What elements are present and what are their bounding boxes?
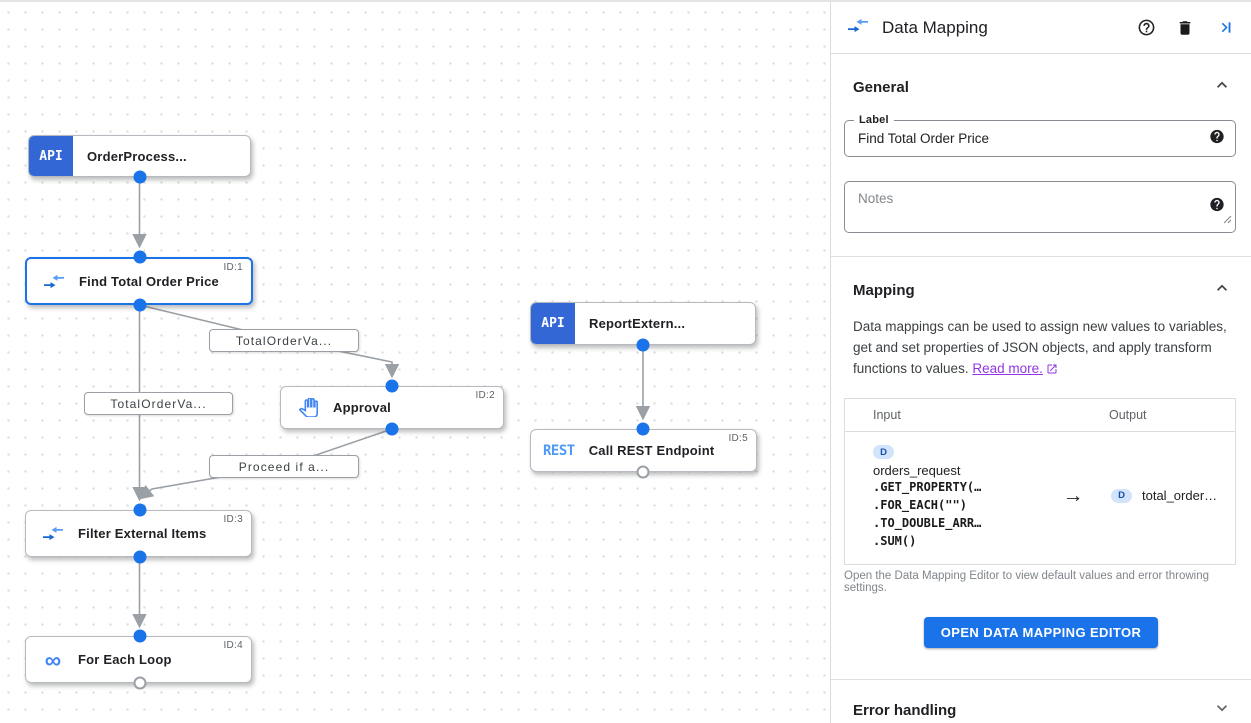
node-title: OrderProcess... [87,148,187,164]
collapse-panel-icon[interactable] [1214,18,1234,38]
divider [831,256,1251,257]
node-title: Find Total Order Price [79,273,219,289]
transform-function: .SUM() [873,533,917,548]
transform-function: .TO_DOUBLE_ARR… [873,515,982,530]
connection-point[interactable] [133,629,146,643]
mapping-table: Input Output D orders_request .GET_PROPE… [844,397,1236,565]
help-filled-icon[interactable] [1209,128,1225,149]
loop-icon: ∞ [44,646,62,673]
mapping-input-cell: D orders_request .GET_PROPERTY(… .FOR_EA… [845,442,1035,550]
connection-point[interactable] [385,422,399,436]
section-mapping-header[interactable]: Mapping [831,257,1251,315]
rest-badge: REST [543,442,575,459]
label-field-container: Label [844,114,1236,157]
connection-point[interactable] [133,298,146,312]
edge-label[interactable]: TotalOrderVa... [84,392,233,415]
variable-type-badge: D [873,445,894,460]
config-panel: Data Mapping General Label [830,2,1251,723]
workflow-edges [132,177,651,629]
node-order-process[interactable]: API OrderProcess... [28,135,251,177]
chevron-down-icon[interactable] [1212,698,1232,723]
transform-function: .FOR_EACH("") [873,497,967,512]
section-general-header[interactable]: General [831,54,1251,112]
workflow-canvas[interactable]: TotalOrderVa... TotalOrderVa... Proceed … [0,2,830,723]
node-title: For Each Loop [78,652,172,667]
section-title: Error handling [853,701,957,719]
help-icon[interactable] [1136,18,1156,38]
output-column-header: Output [1109,407,1147,422]
mapping-row[interactable]: D orders_request .GET_PROPERTY(… .FOR_EA… [845,432,1235,564]
data-mapping-icon [42,526,64,541]
section-title: Mapping [853,282,915,299]
open-data-mapping-editor-button[interactable]: OPEN DATA MAPPING EDITOR [923,616,1159,648]
input-variable-name: orders_request [873,462,961,478]
input-column-header: Input [873,407,901,422]
label-input[interactable] [845,121,1235,156]
connection-point[interactable] [133,250,146,264]
connection-point[interactable] [133,503,146,517]
connection-point[interactable] [133,676,146,690]
data-mapping-icon [43,274,65,289]
mapping-description-text: Data mappings can be used to assign new … [853,319,1227,376]
node-title: Filter External Items [78,526,207,541]
section-title: General [853,79,909,96]
node-id: ID:2 [475,390,495,401]
data-mapping-icon [848,18,868,38]
api-badge: API [531,303,575,344]
edge-label[interactable]: TotalOrderVa... [209,329,359,352]
node-id: ID:4 [223,640,243,651]
connection-point[interactable] [133,550,146,564]
chevron-up-icon[interactable] [1212,278,1232,303]
delete-icon[interactable] [1175,18,1195,38]
output-variable-name: total_order… [1142,488,1218,504]
notes-field-container [844,181,1236,233]
connection-point[interactable] [636,465,650,479]
section-error-handling: Error handling [831,678,1251,723]
node-id: ID:1 [223,262,243,273]
mapping-hint-text: Open the Data Mapping Editor to view def… [844,569,1210,594]
mapping-description: Data mappings can be used to assign new … [831,315,1251,382]
mapping-output-cell: D total_order… [1111,442,1235,550]
variable-type-badge: D [1111,488,1132,503]
resize-handle-icon[interactable] [1223,211,1232,229]
chevron-up-icon[interactable] [1212,75,1232,100]
node-title: Approval [333,400,391,415]
node-report-external[interactable]: API ReportExtern... [530,302,756,345]
connection-point[interactable] [385,379,399,393]
node-title: ReportExtern... [589,316,686,331]
mapping-table-header: Input Output [845,399,1235,432]
node-id: ID:5 [728,433,748,444]
external-link-icon[interactable] [1046,361,1058,382]
node-id: ID:3 [223,514,243,525]
mapping-arrow: → [1062,483,1084,507]
node-title: Call REST Endpoint [588,443,715,458]
section-error-handling-header[interactable]: Error handling [831,680,1251,723]
panel-title: Data Mapping [882,17,988,37]
hand-icon [297,398,319,417]
read-more-link[interactable]: Read more. [972,360,1043,376]
connection-point[interactable] [636,422,650,436]
notes-textarea[interactable] [845,182,1235,227]
panel-header: Data Mapping [831,2,1251,54]
edge-label[interactable]: Proceed if a... [209,455,359,478]
label-field-label: Label [854,114,894,126]
transform-function: .GET_PROPERTY(… [873,479,982,494]
connection-point[interactable] [133,170,146,184]
api-badge: API [29,136,73,176]
connection-point[interactable] [636,338,650,352]
node-call-rest-endpoint[interactable]: REST Call REST Endpoint ID:5 [530,429,757,472]
help-filled-icon[interactable] [1209,197,1225,218]
